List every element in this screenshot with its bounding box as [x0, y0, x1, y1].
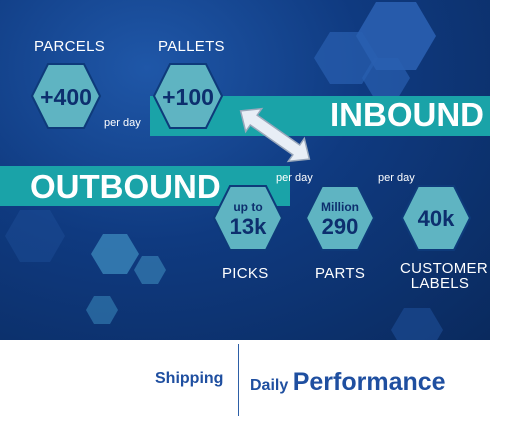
outbound-title: OUTBOUND [30, 168, 221, 205]
parcels-value: +400 [40, 84, 92, 110]
parts-hexagon [304, 185, 376, 251]
parts-rate: per day [276, 172, 313, 184]
decor-hexagon [5, 210, 65, 262]
decor-hexagon [314, 32, 378, 84]
picks-value: 13k [229, 214, 267, 239]
pallets-label: PALLETS [158, 38, 225, 55]
parcels-rate: per day [104, 117, 141, 129]
decor-hexagon [356, 2, 436, 70]
picks-top: up to [233, 200, 263, 214]
parts-value: 290 [321, 214, 359, 239]
parts-label: PARTS [315, 265, 366, 282]
labels-hexagon [400, 185, 472, 251]
customer-labels-label: CUSTOMER LABELS [400, 261, 488, 292]
pallets-hexagon [152, 63, 224, 129]
picks-hexagon [212, 185, 284, 251]
labels-value: 40k [417, 206, 455, 231]
decor-hexagon [362, 58, 410, 98]
footer-daily-performance: Daily Performance [250, 368, 446, 397]
footer [0, 340, 508, 446]
footer-performance: Performance [292, 368, 446, 396]
decor-hexagon [86, 296, 118, 324]
parcels-label: PARCELS [34, 38, 106, 55]
pallets-value: +100 [162, 84, 214, 110]
footer-shipping: Shipping [155, 370, 224, 387]
decor-hexagon [134, 256, 166, 284]
footer-daily: Daily [250, 377, 289, 394]
decor-hexagon [91, 234, 139, 274]
banner-graphics [0, 2, 490, 340]
labels-rate: per day [378, 172, 415, 184]
exchange-arrow-icon [239, 107, 311, 163]
parts-top: Million [321, 200, 359, 214]
customer-labels-line2: LABELS [410, 275, 470, 292]
performance-banner: PARCELS PALLETS +400 +100 per day INBOUN… [0, 0, 490, 340]
parcels-hexagon [30, 63, 102, 129]
picks-label: PICKS [222, 265, 269, 282]
inbound-title: INBOUND [330, 96, 484, 133]
footer-divider [238, 344, 239, 416]
decor-hexagon [391, 308, 443, 340]
customer-labels-line1: CUSTOMER [400, 260, 488, 277]
